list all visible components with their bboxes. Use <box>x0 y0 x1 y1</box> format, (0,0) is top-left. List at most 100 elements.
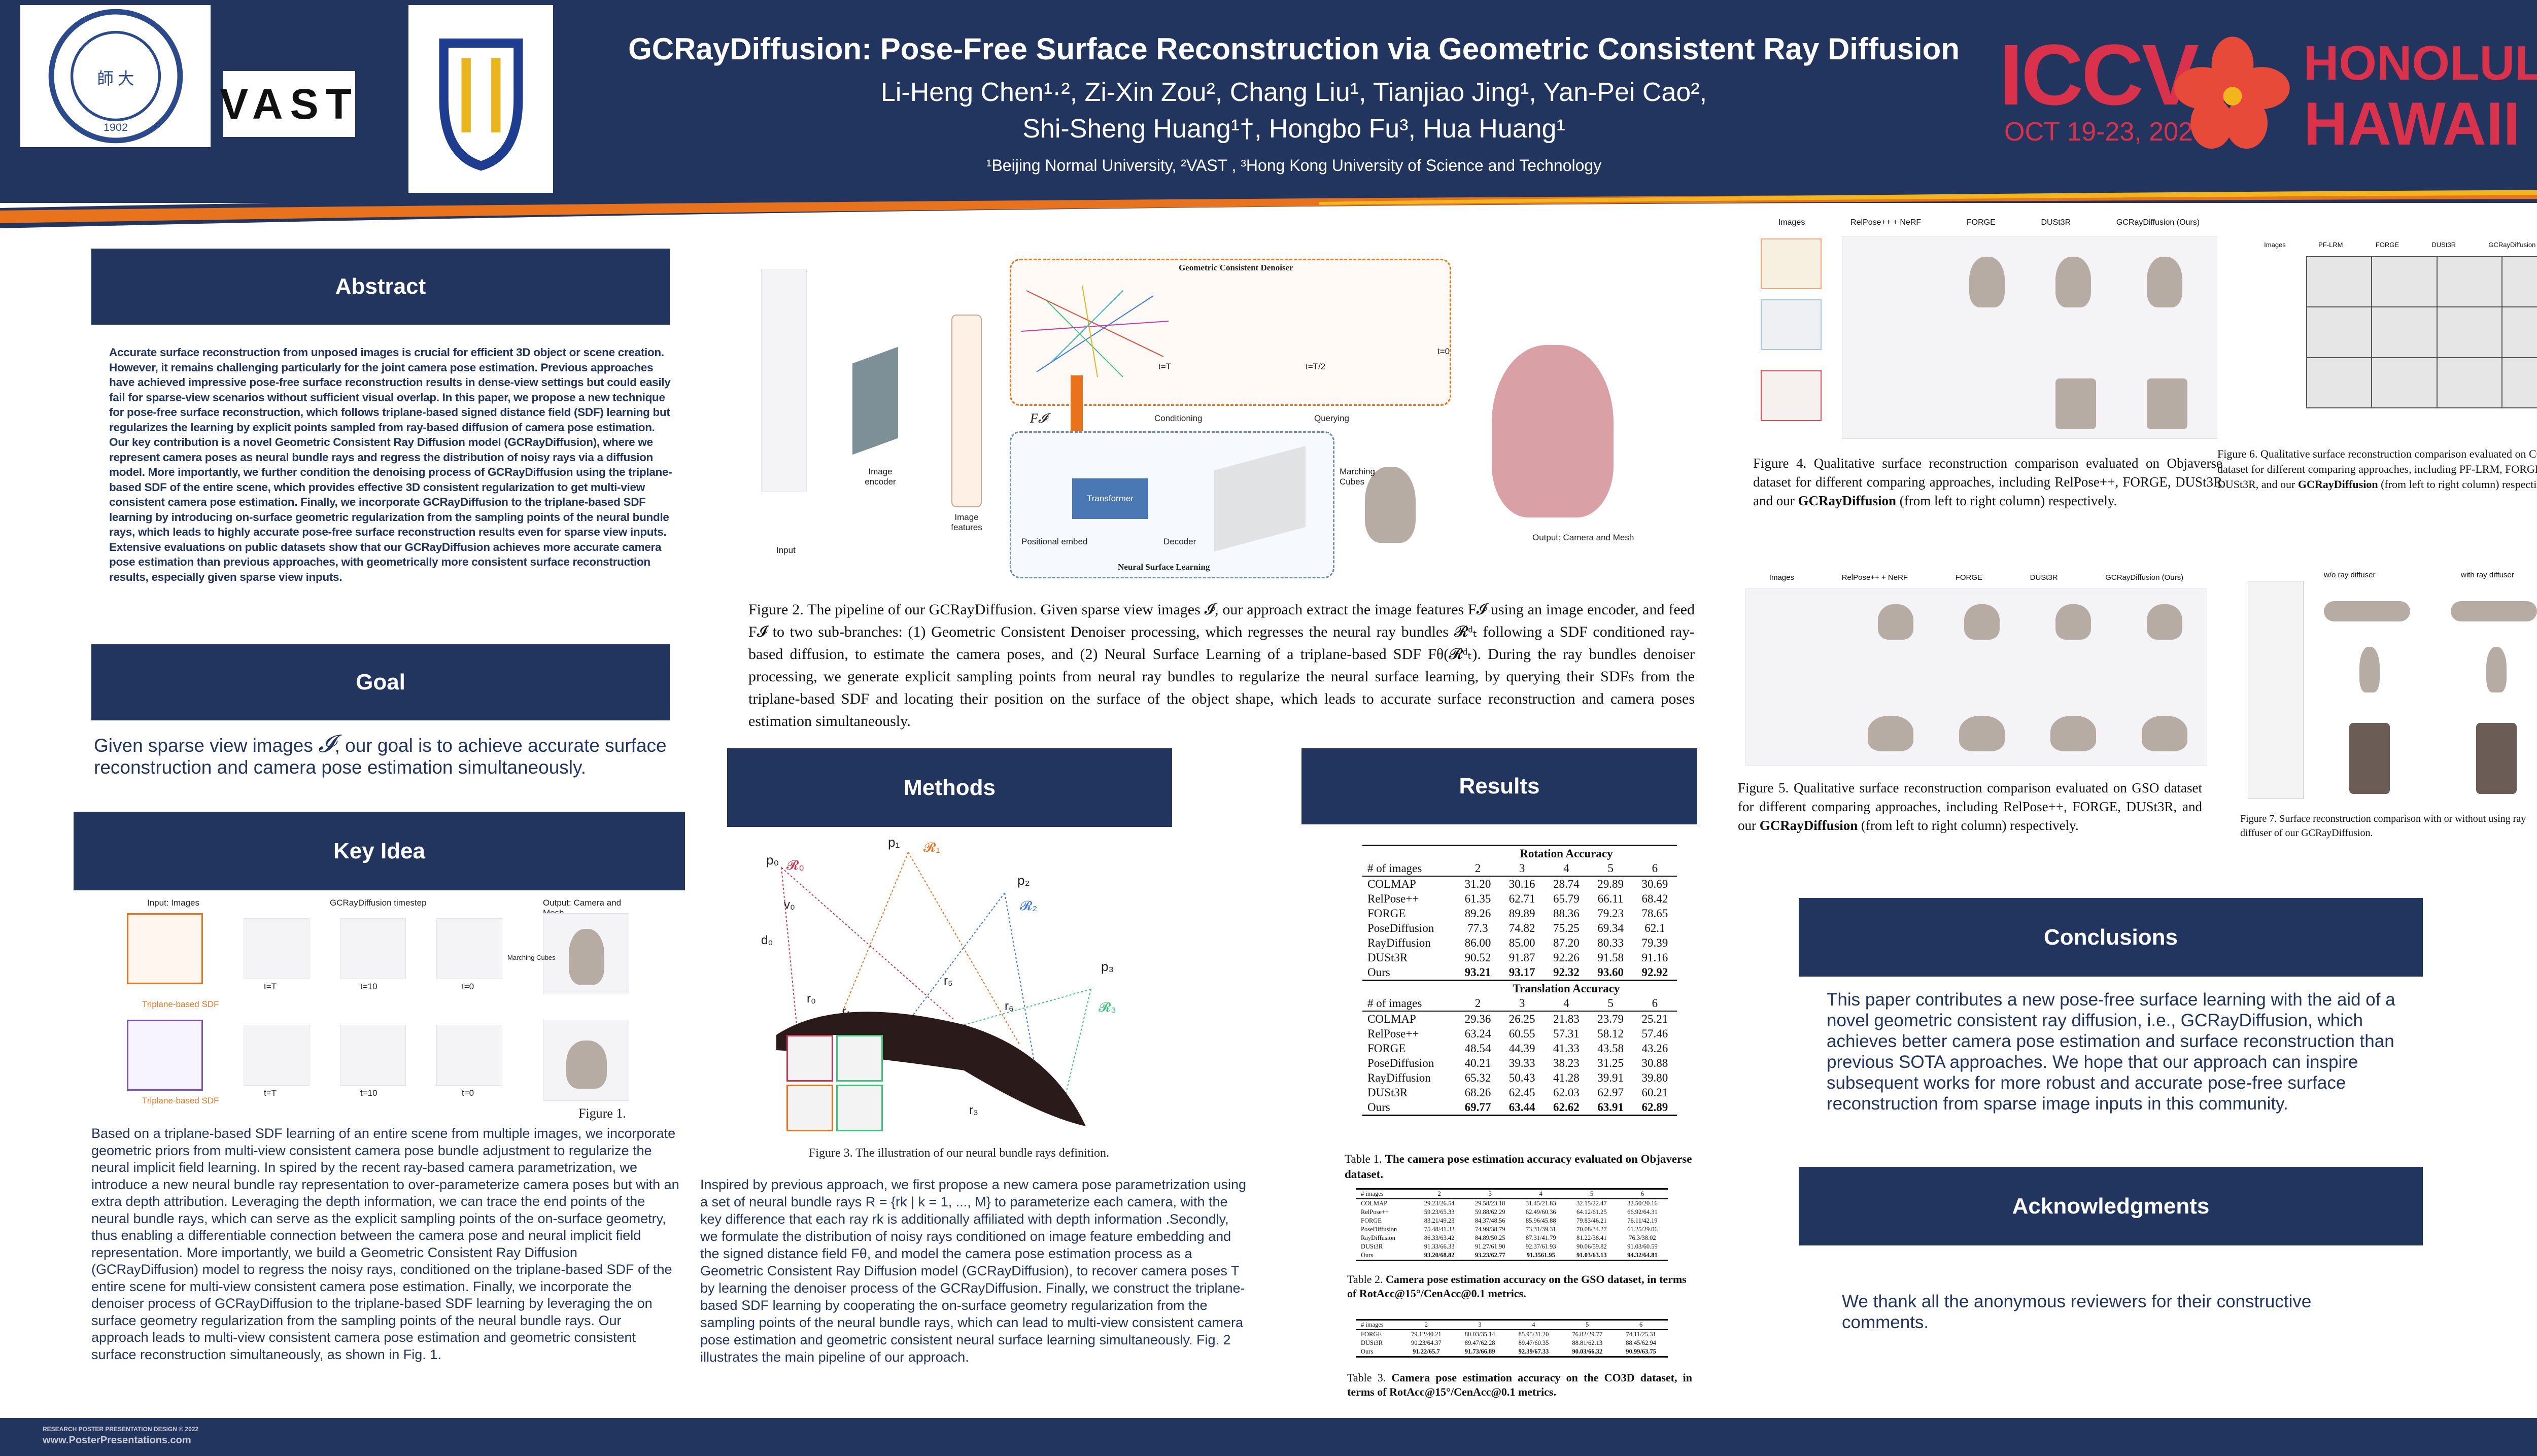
image-set-symbol: 𝓘 <box>318 730 335 758</box>
table-header-cell: # images <box>1356 1319 1399 1330</box>
table-cell: RayDiffusion <box>1361 1234 1395 1241</box>
table-cell: 77.3 <box>1467 922 1488 934</box>
table-cell: 63.44 <box>1500 1100 1545 1116</box>
table-cell: RayDiffusion <box>1367 1071 1431 1084</box>
table-cell: 39.91 <box>1597 1071 1624 1084</box>
table-cell: Ours <box>1356 1251 1414 1261</box>
table-cell: 30.16 <box>1509 878 1535 890</box>
table-cell: 79.23 <box>1597 907 1624 920</box>
neural-surface-panel: Transformer Positional embed Decoder Neu… <box>1010 431 1334 578</box>
table-header-cell: 6 <box>1614 1319 1668 1330</box>
table-header-cell: 4 <box>1515 1188 1566 1199</box>
table-cell: FORGE <box>1367 1042 1406 1055</box>
table-cell: Ours <box>1362 1100 1456 1116</box>
university-emblem-logo <box>408 5 553 193</box>
table-cell: 86.00 <box>1464 937 1491 949</box>
figure-4-caption: Figure 4. Qualitative surface reconstruc… <box>1753 456 2222 508</box>
table-header-cell: # images <box>1356 1188 1414 1199</box>
table-cell: COLMAP <box>1361 1200 1388 1207</box>
triplane-illustration <box>1214 445 1306 552</box>
table-cell: PoseDiffusion <box>1367 1057 1434 1069</box>
table-cell: 90.03/66.32 <box>1560 1347 1615 1358</box>
figure-5-reconstructions <box>1745 588 2207 766</box>
figure-4-reconstructions <box>1842 236 2217 439</box>
results-heading: Results <box>1301 748 1697 824</box>
table-cell: 48.54 <box>1464 1042 1491 1055</box>
figure-5-caption: Figure 5. Qualitative surface reconstruc… <box>1738 780 2202 833</box>
table-group-title: Rotation Accuracy <box>1362 845 1677 861</box>
table-cell: 80.33 <box>1597 937 1624 949</box>
table-cell: Ours <box>1356 1347 1399 1358</box>
table-cell: 62.62 <box>1544 1100 1589 1116</box>
table-cell <box>1362 981 1456 996</box>
table-cell: 25.21 <box>1641 1013 1668 1025</box>
table-cell: COLMAP <box>1367 1013 1416 1025</box>
table-cell: RelPose++ <box>1367 892 1419 905</box>
table-cell: 94.32/64.81 <box>1617 1251 1668 1261</box>
table-cell: 57.46 <box>1641 1027 1668 1040</box>
table-cell: 68.42 <box>1641 892 1668 905</box>
table-cell: 91.16 <box>1641 951 1668 964</box>
table-cell: 31.25 <box>1597 1057 1624 1069</box>
table-cell: FORGE <box>1361 1217 1382 1224</box>
table-cell: 66.11 <box>1597 892 1624 905</box>
table-cell: 69.34 <box>1597 922 1624 934</box>
table-cell: 59.88/62.29 <box>1475 1208 1505 1216</box>
table-cell: 92.26 <box>1553 951 1580 964</box>
abstract-text: Accurate surface reconstruction from unp… <box>109 346 672 583</box>
poster-presentations-link[interactable]: www.PosterPresentations.com <box>43 1435 191 1446</box>
table-cell: PoseDiffusion <box>1361 1226 1397 1233</box>
table-cell: 29.89 <box>1597 878 1624 890</box>
poster-footer: RESEARCH POSTER PRESENTATION DESIGN © 20… <box>0 1418 2537 1456</box>
final-step <box>436 918 502 979</box>
vast-logo: VAST <box>220 71 355 137</box>
table-cell: 69.77 <box>1455 1100 1500 1116</box>
table-cell: 75.25 <box>1553 922 1580 934</box>
table-cell: 89.89 <box>1509 907 1535 920</box>
table-cell: 91.73/66.89 <box>1453 1347 1507 1358</box>
table-cell: 90.06/59.82 <box>1576 1243 1607 1250</box>
table-header-cell: 3 <box>1500 996 1545 1012</box>
output-mesh-2 <box>543 1020 629 1101</box>
table-cell: 29.36 <box>1464 1013 1491 1025</box>
table-cell: 30.88 <box>1641 1057 1668 1069</box>
table-header-cell: 3 <box>1453 1319 1507 1330</box>
table-cell: 80.03/35.14 <box>1464 1331 1495 1338</box>
table-cell: COLMAP <box>1367 878 1416 890</box>
svg-text:1902: 1902 <box>103 121 127 133</box>
figure-6-caption: Figure 6. Qualitative surface reconstruc… <box>2217 447 2537 491</box>
table-cell: 74.82 <box>1509 922 1535 934</box>
table-cell: 79.12/40.21 <box>1411 1331 1442 1338</box>
table-cell: Ours <box>1362 965 1456 981</box>
table-cell: 39.80 <box>1641 1071 1668 1084</box>
table-cell: 92.39/67.33 <box>1506 1347 1561 1358</box>
table-cell: 84.89/50.25 <box>1475 1234 1505 1241</box>
table-cell: DUSt3R <box>1361 1243 1383 1250</box>
methods-heading: Methods <box>727 748 1172 827</box>
table-cell: 41.33 <box>1553 1042 1580 1055</box>
figure-7-caption: Figure 7. Surface reconstruction compari… <box>2240 813 2526 839</box>
affiliations: ¹Beijing Normal University, ²VAST , ³Hon… <box>986 156 1602 175</box>
table-cell: 66.92/64.31 <box>1627 1208 1658 1216</box>
table-cell: 70.08/34.27 <box>1576 1226 1607 1233</box>
table-cell: 64.12/61.25 <box>1576 1208 1607 1216</box>
table-cell: 61.25/29.06 <box>1627 1226 1658 1233</box>
